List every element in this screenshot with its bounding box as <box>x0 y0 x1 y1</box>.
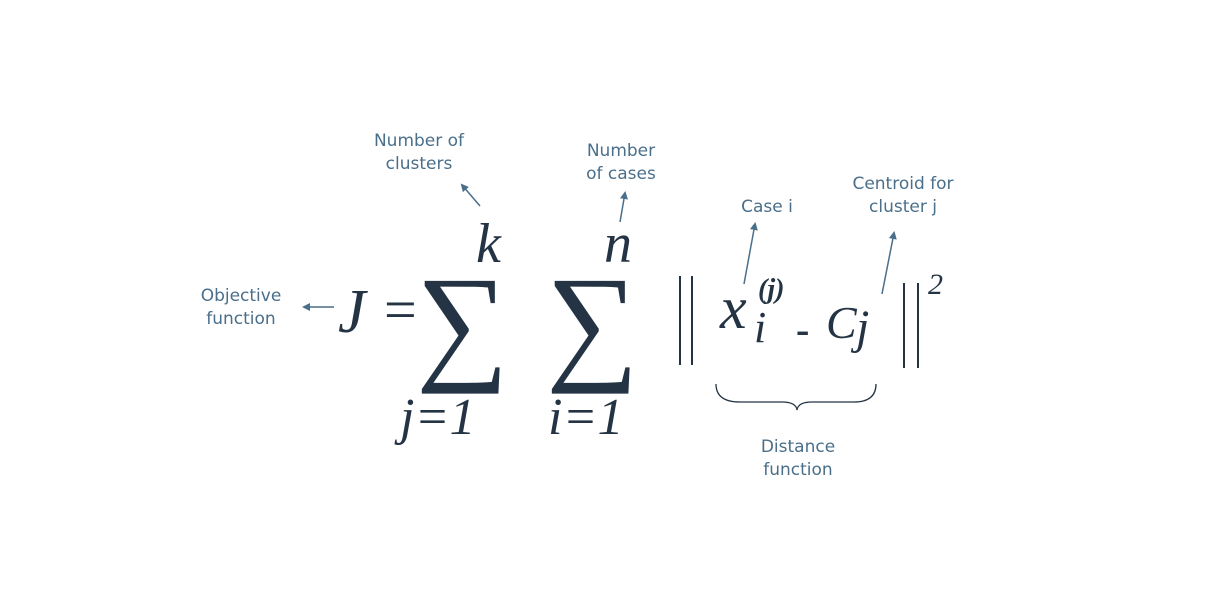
case-i-arrow <box>743 222 758 285</box>
case-x-subscript: i <box>754 303 767 352</box>
sum2-lower: i=1 <box>548 389 624 446</box>
centroid-arrow <box>881 231 897 295</box>
sum1-upper: k <box>476 213 501 275</box>
number-of-clusters-label: Number of clusters <box>373 131 465 174</box>
sum1-lower: j=1 <box>400 389 476 446</box>
case-x-superscript: (j) <box>758 274 785 305</box>
sum2-upper: n <box>604 213 632 275</box>
objective-function-label: Objective function <box>200 286 282 329</box>
formula-minus: - <box>796 307 810 352</box>
cases-arrow <box>619 191 628 223</box>
distance-function-label: Distance function <box>760 437 836 480</box>
formula-equals: = <box>384 277 417 342</box>
sum1-sigma: ∑ <box>416 251 509 395</box>
centroid-subscript: j <box>856 301 870 354</box>
formula-J: J <box>338 278 366 346</box>
norm-exponent: 2 <box>928 268 943 301</box>
distance-brace <box>715 383 877 411</box>
clusters-arrow <box>460 183 481 207</box>
centroid-c: C <box>826 297 857 348</box>
centroid-label: Centroid for cluster j <box>852 174 954 217</box>
case-x: x <box>720 275 747 341</box>
number-of-cases-label: Number of cases <box>586 141 656 184</box>
case-i-label: Case i <box>741 197 793 217</box>
sum2-sigma: ∑ <box>546 251 639 395</box>
